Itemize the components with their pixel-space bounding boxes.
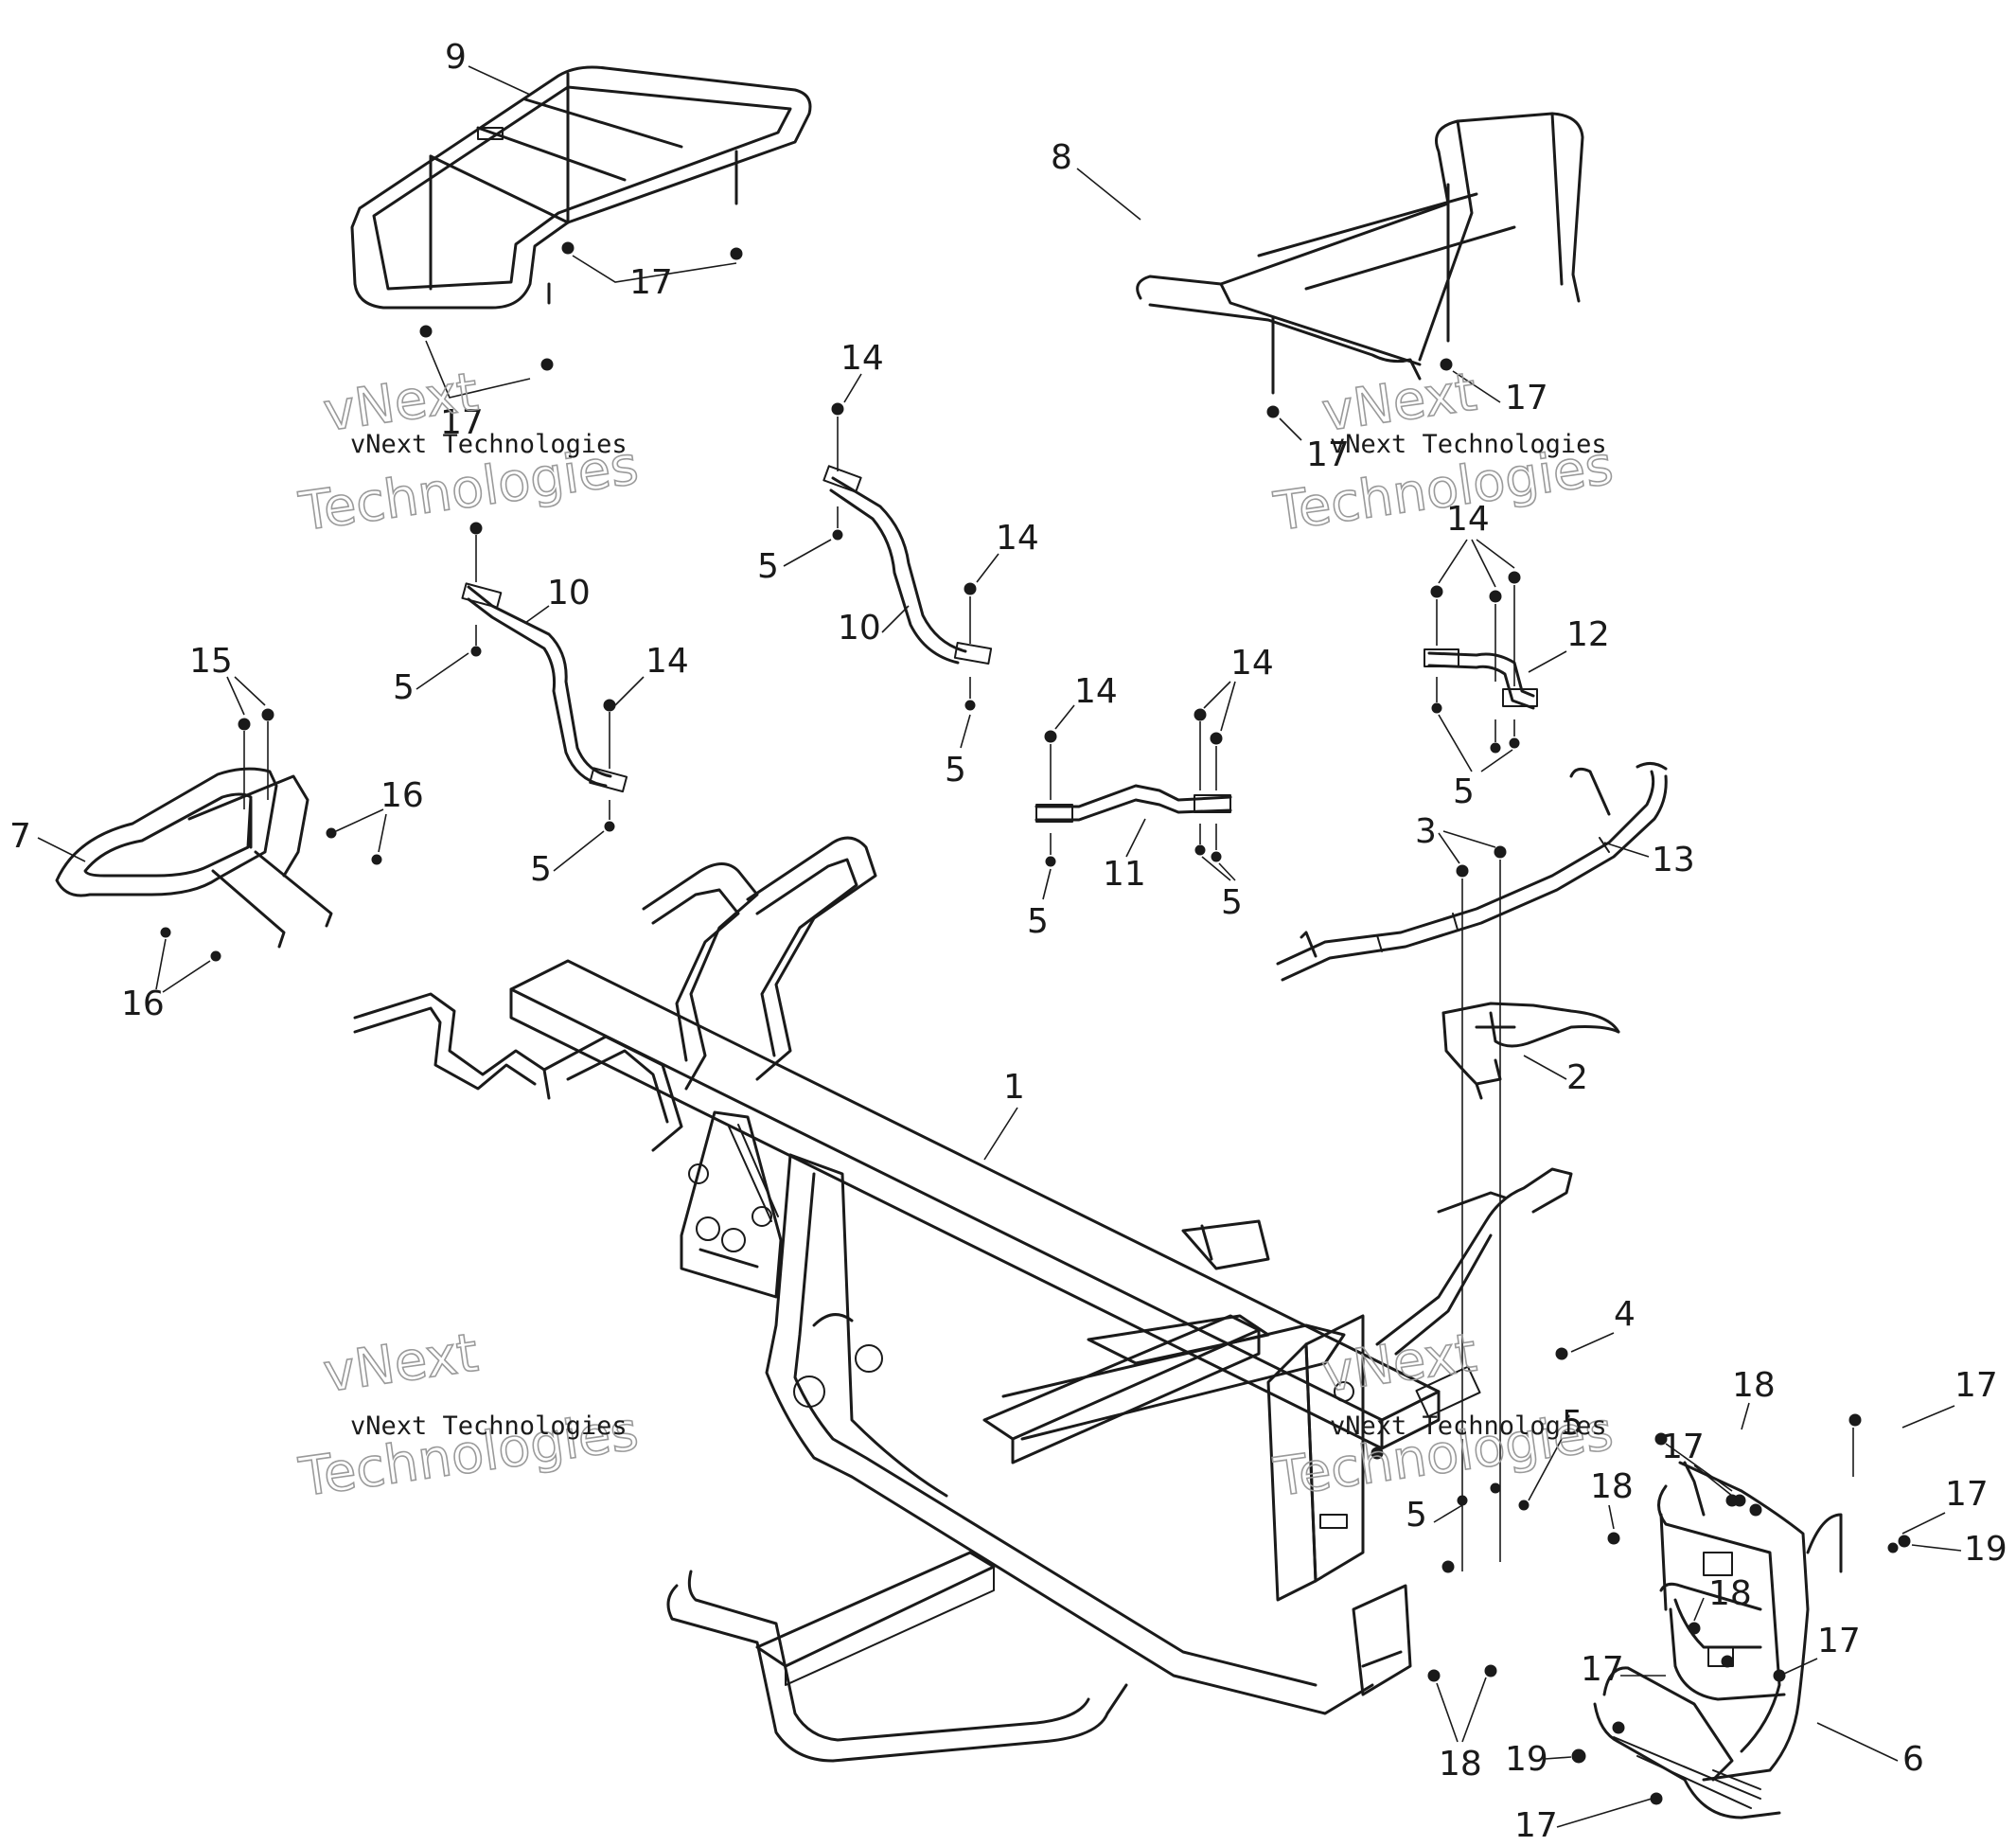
callout-19b: 19 bbox=[1505, 1740, 1548, 1779]
callout-2: 2 bbox=[1566, 1058, 1588, 1097]
callout-17g: 17 bbox=[1945, 1475, 1989, 1514]
brace-part-10-left bbox=[461, 522, 628, 832]
svg-text:vNext Technologies: vNext Technologies bbox=[1330, 430, 1607, 459]
callout-18a: 18 bbox=[1439, 1745, 1482, 1784]
callout-14d: 14 bbox=[1074, 672, 1118, 711]
cross-tube-part-13 bbox=[1276, 762, 1668, 1463]
callout-5h: 5 bbox=[1562, 1404, 1583, 1443]
callout-5f: 5 bbox=[1221, 883, 1243, 922]
callout-3: 3 bbox=[1415, 812, 1437, 851]
callout-14e: 14 bbox=[1230, 644, 1274, 683]
callout-15: 15 bbox=[189, 642, 233, 681]
callout-10a: 10 bbox=[547, 574, 591, 612]
callout-12: 12 bbox=[1566, 615, 1610, 654]
svg-text:vNext Technologies: vNext Technologies bbox=[350, 1411, 628, 1441]
callout-10b: 10 bbox=[838, 609, 881, 648]
callout-17b: 17 bbox=[440, 403, 484, 442]
callout-18d: 18 bbox=[1708, 1574, 1752, 1613]
callout-14b: 14 bbox=[840, 339, 884, 378]
callout-5b: 5 bbox=[530, 850, 552, 889]
rack-bolt-17 bbox=[419, 241, 743, 399]
main-frame-part-1 bbox=[353, 836, 1573, 1763]
callout-17a: 17 bbox=[629, 263, 673, 302]
callout-14a: 14 bbox=[645, 642, 689, 681]
callout-9: 9 bbox=[445, 38, 467, 77]
callout-17f: 17 bbox=[1661, 1428, 1705, 1466]
front-rack-part-8 bbox=[1136, 112, 1584, 395]
callout-5e: 5 bbox=[1027, 902, 1049, 941]
callout-11: 11 bbox=[1103, 855, 1146, 894]
grab-handle-part-7 bbox=[55, 708, 382, 962]
callout-6: 6 bbox=[1902, 1740, 1924, 1779]
callout-1: 1 bbox=[1003, 1068, 1025, 1107]
callout-18c: 18 bbox=[1590, 1467, 1634, 1506]
callout-16b: 16 bbox=[121, 985, 165, 1023]
callout-17h: 17 bbox=[1817, 1622, 1861, 1660]
callout-17j: 17 bbox=[1514, 1806, 1558, 1845]
bumper-fasteners bbox=[1571, 1413, 1911, 1805]
callout-7: 7 bbox=[9, 817, 31, 856]
callout-19a: 19 bbox=[1964, 1530, 2007, 1569]
callout-8: 8 bbox=[1051, 138, 1072, 177]
callout-14f: 14 bbox=[1446, 500, 1490, 539]
svg-text:vNext: vNext bbox=[320, 1322, 482, 1405]
rack-bolt-17 bbox=[1266, 358, 1501, 441]
callout-17e: 17 bbox=[1954, 1366, 1998, 1405]
callout-5i: 5 bbox=[1406, 1496, 1427, 1535]
callout-14c: 14 bbox=[996, 519, 1039, 558]
callout-17c: 17 bbox=[1505, 379, 1548, 417]
watermark-bottom-left: vNext Technologies vNext Technologies bbox=[294, 1322, 643, 1510]
callout-16a: 16 bbox=[380, 776, 424, 815]
brace-part-10-center bbox=[822, 402, 993, 711]
callout-5d: 5 bbox=[945, 751, 966, 790]
mount-bracket-part-2 bbox=[1441, 1002, 1620, 1100]
bracket-part-12 bbox=[1424, 571, 1538, 754]
bracket-part-11 bbox=[1035, 708, 1232, 867]
callout-4: 4 bbox=[1614, 1295, 1636, 1334]
callout-5c: 5 bbox=[757, 547, 779, 586]
watermark-top-left: vNext Technologies vNext Technologies bbox=[294, 361, 643, 544]
svg-text:vNext Technologies: vNext Technologies bbox=[350, 430, 628, 459]
rear-rack-part-9 bbox=[350, 65, 812, 310]
svg-text:vNext Technologies: vNext Technologies bbox=[1330, 1411, 1607, 1441]
callout-5a: 5 bbox=[393, 668, 415, 707]
front-bumper-part-6 bbox=[1593, 1461, 1843, 1819]
callout-17i: 17 bbox=[1581, 1650, 1624, 1689]
callout-18b: 18 bbox=[1732, 1366, 1776, 1405]
callout-17d: 17 bbox=[1306, 435, 1350, 474]
callout-13: 13 bbox=[1652, 841, 1695, 879]
callout-5g: 5 bbox=[1453, 772, 1475, 811]
